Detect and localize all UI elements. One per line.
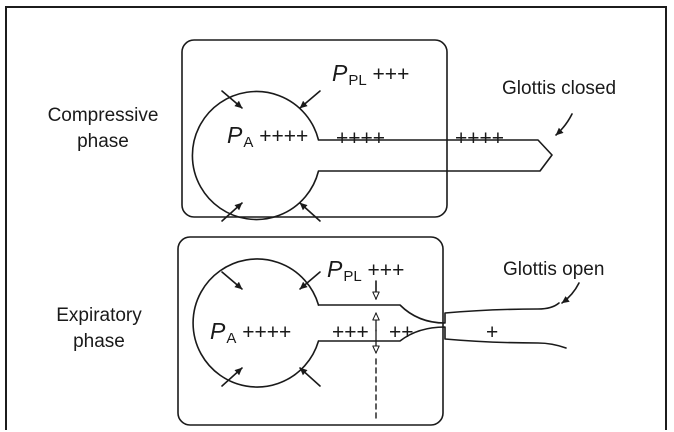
pleural-pressure-value: +++ (367, 259, 405, 282)
compressive-phase-label: Compressive phase (28, 103, 178, 155)
alveolar-pressure-value: ++++ (259, 125, 309, 148)
alveolar-pressure-symbol: P (210, 318, 226, 344)
compressive-phase-label-line2: phase (77, 131, 129, 152)
airway-pressure-compressive-2: ++++ (455, 127, 505, 150)
alveolar-pressure-value: ++++ (242, 321, 292, 344)
alveolar-compression-arrows-expiratory (221, 271, 321, 387)
glottis-closed-pointer-arrow (555, 113, 573, 136)
glottis-open-label: Glottis open (503, 259, 605, 280)
pleural-pressure-symbol: P (332, 60, 348, 86)
glottis-closed-label: Glottis closed (502, 78, 617, 99)
expiratory-phase-label: Expiratory phase (24, 303, 174, 355)
glottis-open-pointer-arrow (561, 282, 580, 304)
pleural-pressure-subscript: PL (343, 268, 362, 285)
expiratory-phase-label-line2: phase (73, 331, 125, 352)
pleural-pressure-label-compressive: PPL +++ (332, 60, 410, 89)
alveolar-pressure-subscript: A (243, 134, 254, 151)
lung-airway-compressive (191, 90, 553, 221)
alveolar-compression-arrows-compressive (221, 90, 321, 222)
compressive-phase-label-line1: Compressive (47, 105, 159, 126)
pleural-pressure-subscript: PL (348, 72, 367, 89)
airway-pressure-expiratory-1: +++ (332, 321, 369, 344)
upper-airway-pressure-expiratory: + (486, 321, 499, 344)
pleural-pressure-symbol: P (327, 256, 343, 282)
alveolar-pressure-label-compressive: PA ++++ (227, 122, 309, 151)
alveolar-pressure-subscript: A (226, 330, 237, 347)
expiratory-phase-label-line1: Expiratory (56, 305, 142, 326)
figure-frame (5, 6, 667, 430)
chest-wall-box-expiratory (177, 236, 444, 426)
airway-pressure-compressive-1: ++++ (336, 127, 386, 150)
lung-airway-expiratory (317, 302, 560, 324)
alveolar-pressure-label-expiratory: PA ++++ (210, 318, 292, 347)
lung-airway-expiratory-lower (192, 258, 567, 388)
pleural-pressure-value: +++ (372, 63, 410, 86)
pleural-pressure-label-expiratory: PPL +++ (327, 256, 405, 285)
alveolar-pressure-symbol: P (227, 122, 243, 148)
airway-pressure-expiratory-2: ++ (389, 321, 414, 344)
